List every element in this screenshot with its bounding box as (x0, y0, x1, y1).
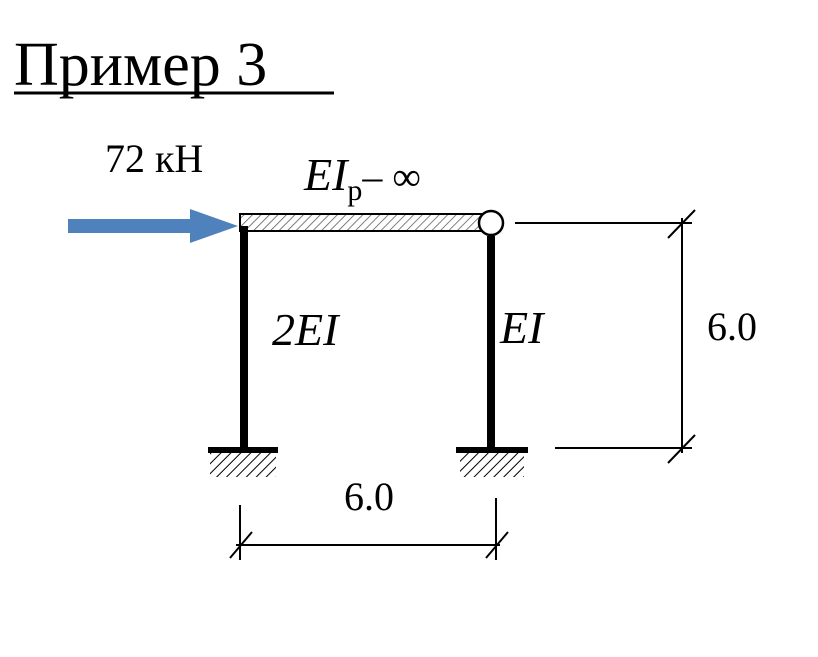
left-column-label: 2EI (272, 304, 341, 355)
beam-label-main: EI (303, 149, 350, 200)
height-dimension (515, 209, 696, 464)
span-dimension (229, 498, 509, 560)
span-dimension-label: 6.0 (344, 474, 394, 519)
right-fixed-support-icon (456, 447, 528, 477)
load-label: 72 кН (105, 136, 203, 181)
right-column-label: EI (499, 302, 546, 353)
left-fixed-support-icon (208, 447, 278, 477)
beam-label: EIр– ∞ (303, 149, 421, 207)
rigid-beam (239, 213, 493, 232)
beam-label-suffix: – ∞ (361, 154, 421, 199)
hinge-icon (477, 209, 505, 237)
height-dimension-label: 6.0 (707, 304, 757, 349)
beam-label-subscript: р (347, 174, 362, 207)
page-title: Пример 3 (14, 31, 267, 99)
load-arrow-icon (68, 209, 238, 243)
